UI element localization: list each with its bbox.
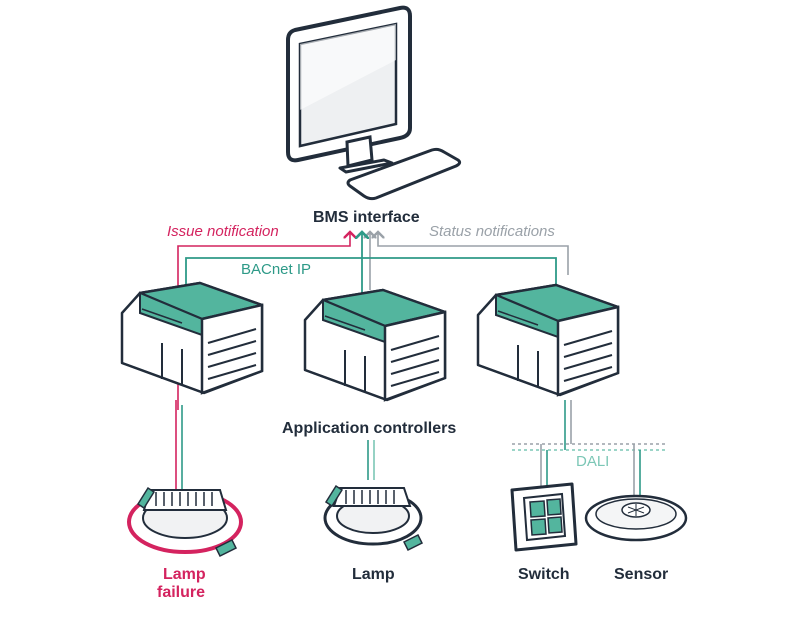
issue-notification-label: Issue notification [167,223,279,240]
bacnet-ip-line [185,232,557,300]
lamp-icon [323,484,424,552]
middle-lamp-link [367,440,375,480]
keyboard-icon [346,147,462,201]
bms-interface-label: BMS interface [313,209,420,226]
lamp-failure-icon [127,486,243,558]
status-notifications-label: Status notifications [429,223,555,240]
lamp-failure-label-line1: Lamp [163,566,206,583]
switch-icon [510,482,578,552]
dali-label: DALI [576,453,610,470]
monitor-icon [286,5,412,174]
application-controllers-label: Application controllers [282,420,457,437]
lamp-label: Lamp [352,566,395,583]
sensor-label: Sensor [614,566,669,583]
lamp-failure-label-line2: failure [157,584,206,601]
controller-right [476,283,620,397]
bacnet-ip-label: BACnet IP [241,261,312,278]
dali-bus [512,400,668,500]
sensor-icon [584,494,688,542]
left-lamp-link [175,400,183,490]
controller-middle [303,288,447,402]
status-notification-line [370,232,569,290]
switch-label: Switch [518,566,570,583]
controller-left [120,281,264,395]
